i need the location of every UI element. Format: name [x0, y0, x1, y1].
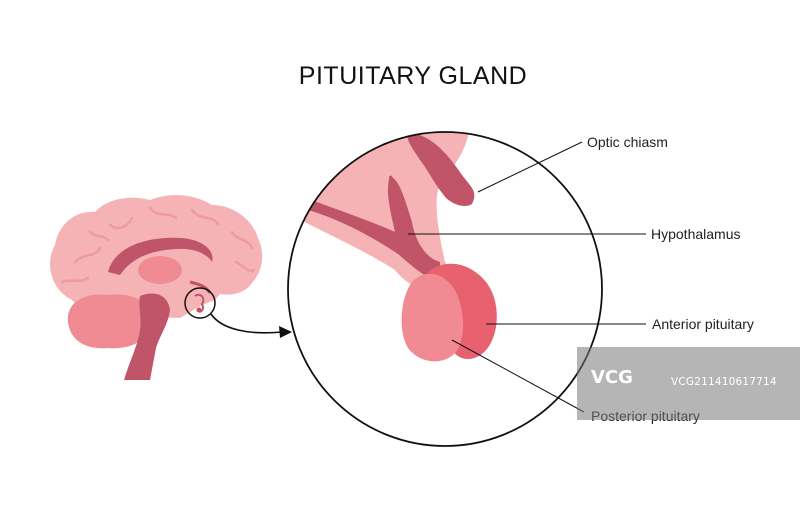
leader-optic-chiasm	[477, 141, 583, 193]
brain-illustration	[50, 195, 263, 380]
zoom-arrow	[210, 313, 283, 334]
page-title: PITUITARY GLAND	[298, 62, 528, 90]
thalamus	[138, 256, 182, 284]
corpus-callosum	[108, 237, 213, 275]
magnifier-circle-small	[184, 287, 216, 319]
cerebellum	[67, 294, 152, 349]
label-hypothalamus: Hypothalamus	[651, 226, 741, 242]
hypothalamus-wall	[300, 176, 440, 282]
leader-posterior-pituitary	[451, 339, 585, 413]
watermark-logo: VCG	[591, 367, 633, 388]
arrow-head	[279, 326, 292, 338]
optic-chiasm	[407, 132, 475, 206]
magnifier-circle-large	[287, 131, 603, 447]
posterior-pituitary-shape	[401, 273, 464, 362]
label-anterior-pituitary: Anterior pituitary	[652, 316, 754, 332]
brainstem	[124, 293, 170, 380]
watermark-id: VCG211410617714	[671, 376, 777, 388]
watermark: VCG VCG211410617714	[577, 347, 800, 420]
magnified-view	[288, 132, 497, 362]
label-optic-chiasm: Optic chiasm	[587, 134, 668, 150]
